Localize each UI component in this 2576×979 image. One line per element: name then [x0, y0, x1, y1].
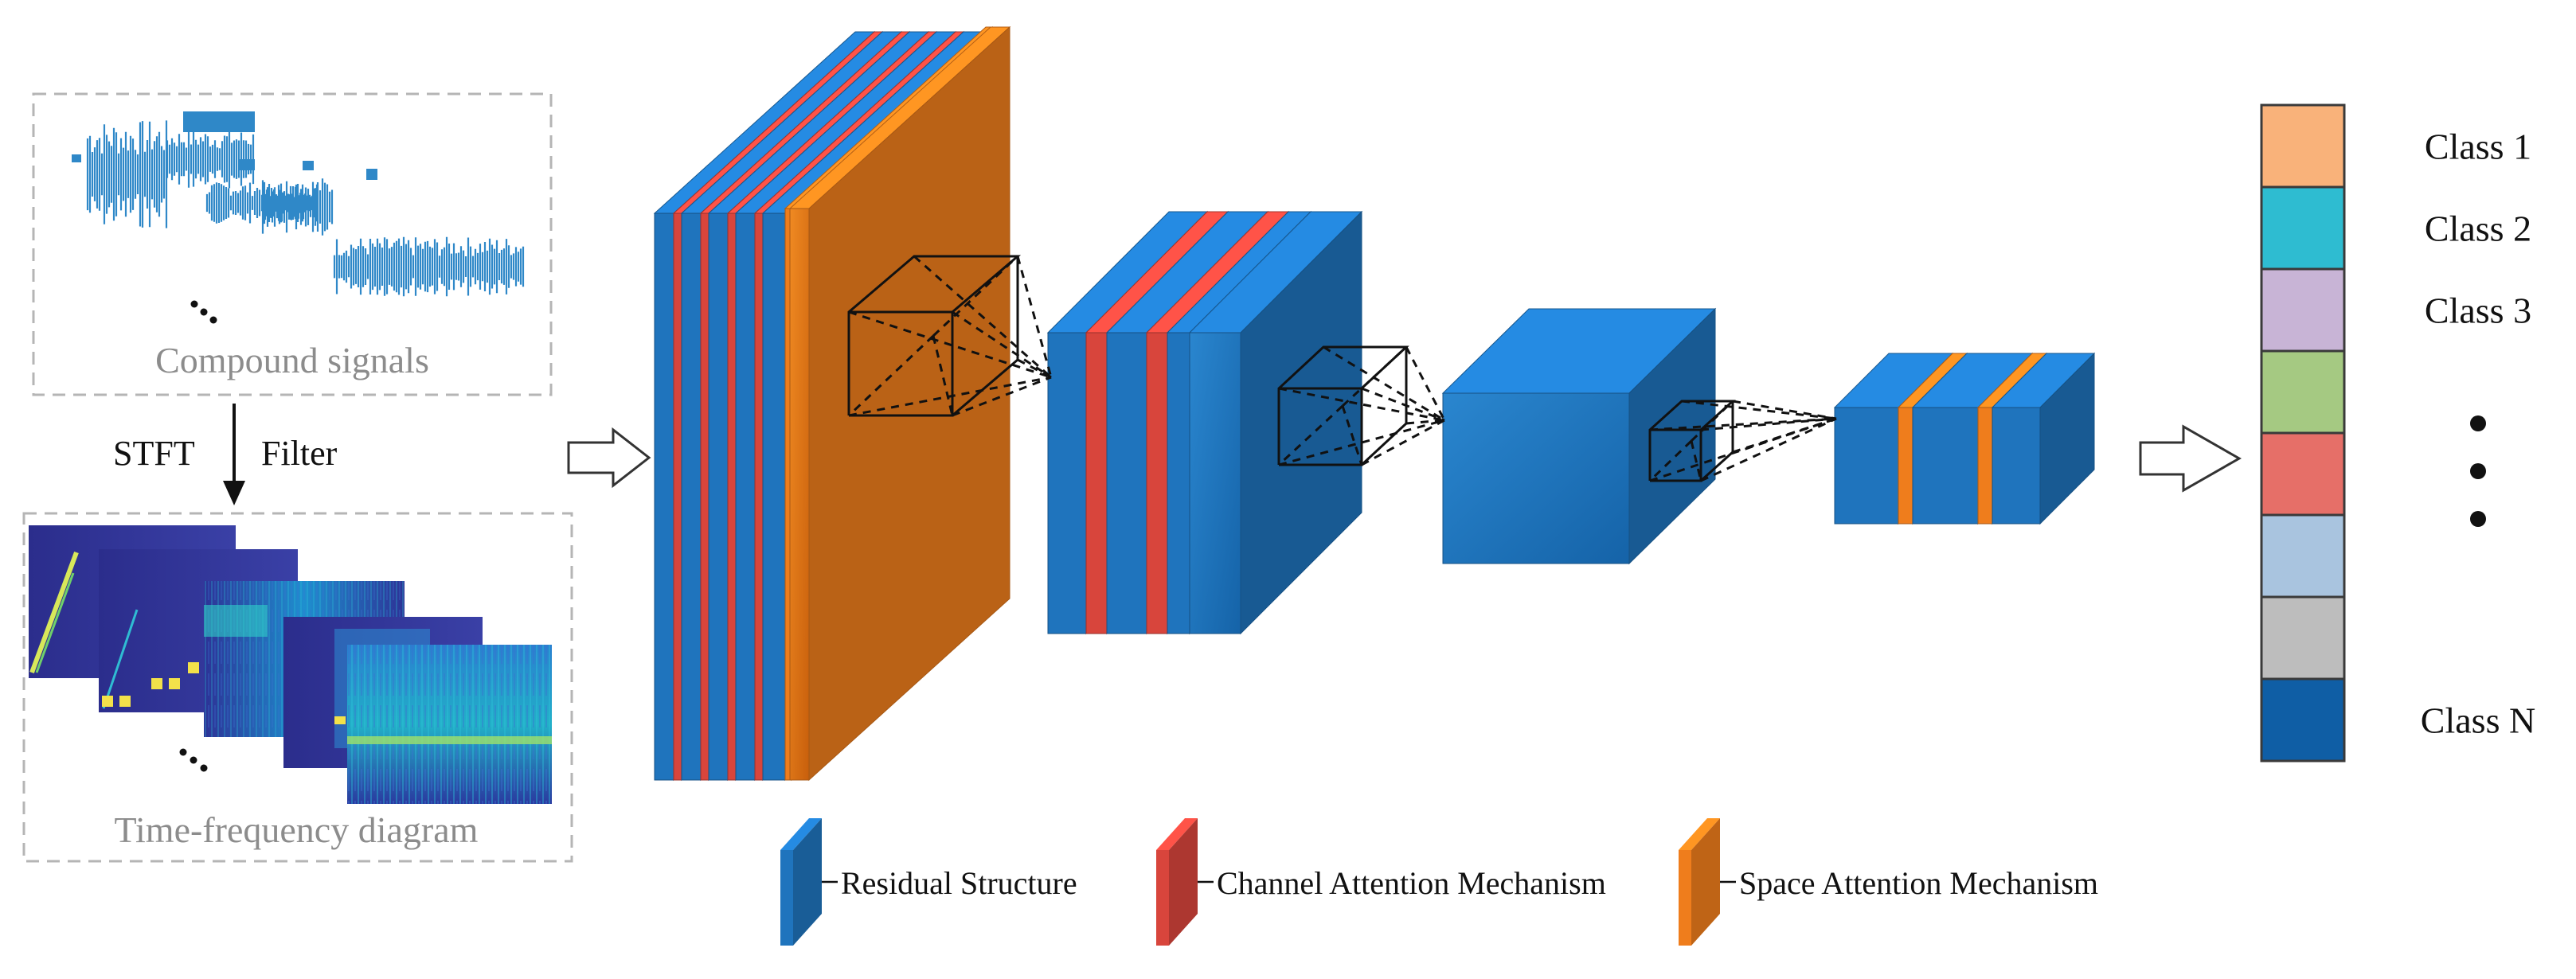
tf-panel: Time-frequency diagram — [22, 512, 573, 863]
spectrogram-5 — [347, 645, 552, 804]
input-arrow — [567, 427, 651, 489]
legend-swatch — [1156, 818, 1198, 946]
output-arrow — [2139, 424, 2242, 493]
class-label: Class N — [2421, 700, 2535, 741]
legend-label: Channel Attention Mechanism — [1217, 865, 1606, 901]
legend-label: Space Attention Mechanism — [1739, 865, 2098, 901]
waveform-burst — [303, 161, 314, 170]
signal-panel: Compound signals — [32, 92, 553, 396]
waveform-burst — [366, 169, 377, 180]
waveform-burst — [183, 111, 255, 132]
legend-swatch — [1679, 818, 1720, 946]
receptive-field-1 — [847, 255, 1053, 417]
legend-swatch — [780, 818, 822, 946]
layer-3-cube — [1441, 307, 1717, 565]
class-label: Class 2 — [2425, 209, 2531, 249]
class-cell — [2260, 267, 2346, 353]
network-layers — [653, 25, 2096, 782]
class-label: Class 1 — [2425, 127, 2531, 167]
class-output: Class 1 Class 2 Class 3 Class N — [2260, 103, 2535, 763]
stft-step: STFT Filter — [113, 404, 338, 505]
signal-frame — [32, 92, 553, 396]
stft-label: STFT — [113, 434, 195, 473]
filter-label: Filter — [261, 434, 338, 473]
class-label: Class 3 — [2425, 291, 2531, 331]
class-cell — [2260, 677, 2346, 763]
class-cell — [2260, 103, 2346, 189]
waveform-burst — [72, 154, 81, 162]
layer-4-block — [1833, 352, 2096, 525]
stft-arrow-head — [223, 481, 245, 505]
layer-2-slice-residual — [1188, 210, 1363, 635]
tf-ellipsis — [179, 748, 208, 772]
legend: Residual Structure Channel Attention Mech… — [780, 818, 2098, 946]
classes-ellipsis — [2470, 415, 2486, 527]
signals-ellipsis — [190, 300, 217, 324]
tf-frame — [22, 512, 573, 863]
waveform-trace — [86, 120, 525, 297]
class-cell — [2260, 185, 2346, 271]
class-cell — [2260, 349, 2346, 435]
layer-1-block — [653, 25, 1011, 782]
tf-label: Time-frequency diagram — [115, 809, 479, 850]
layer-4-slice-residual — [1991, 352, 2096, 525]
class-cell — [2260, 595, 2346, 681]
compound-signal-waveform — [72, 111, 525, 297]
signals-label: Compound signals — [155, 340, 429, 380]
receptive-field-2 — [1277, 345, 1446, 466]
class-cell — [2260, 431, 2346, 517]
receptive-field-3 — [1648, 400, 1837, 482]
class-cell — [2260, 513, 2346, 599]
legend-label: Residual Structure — [841, 865, 1077, 901]
waveform-burst — [239, 159, 255, 170]
layer-2-block — [1046, 210, 1363, 635]
layer-3-block — [1441, 307, 1717, 565]
